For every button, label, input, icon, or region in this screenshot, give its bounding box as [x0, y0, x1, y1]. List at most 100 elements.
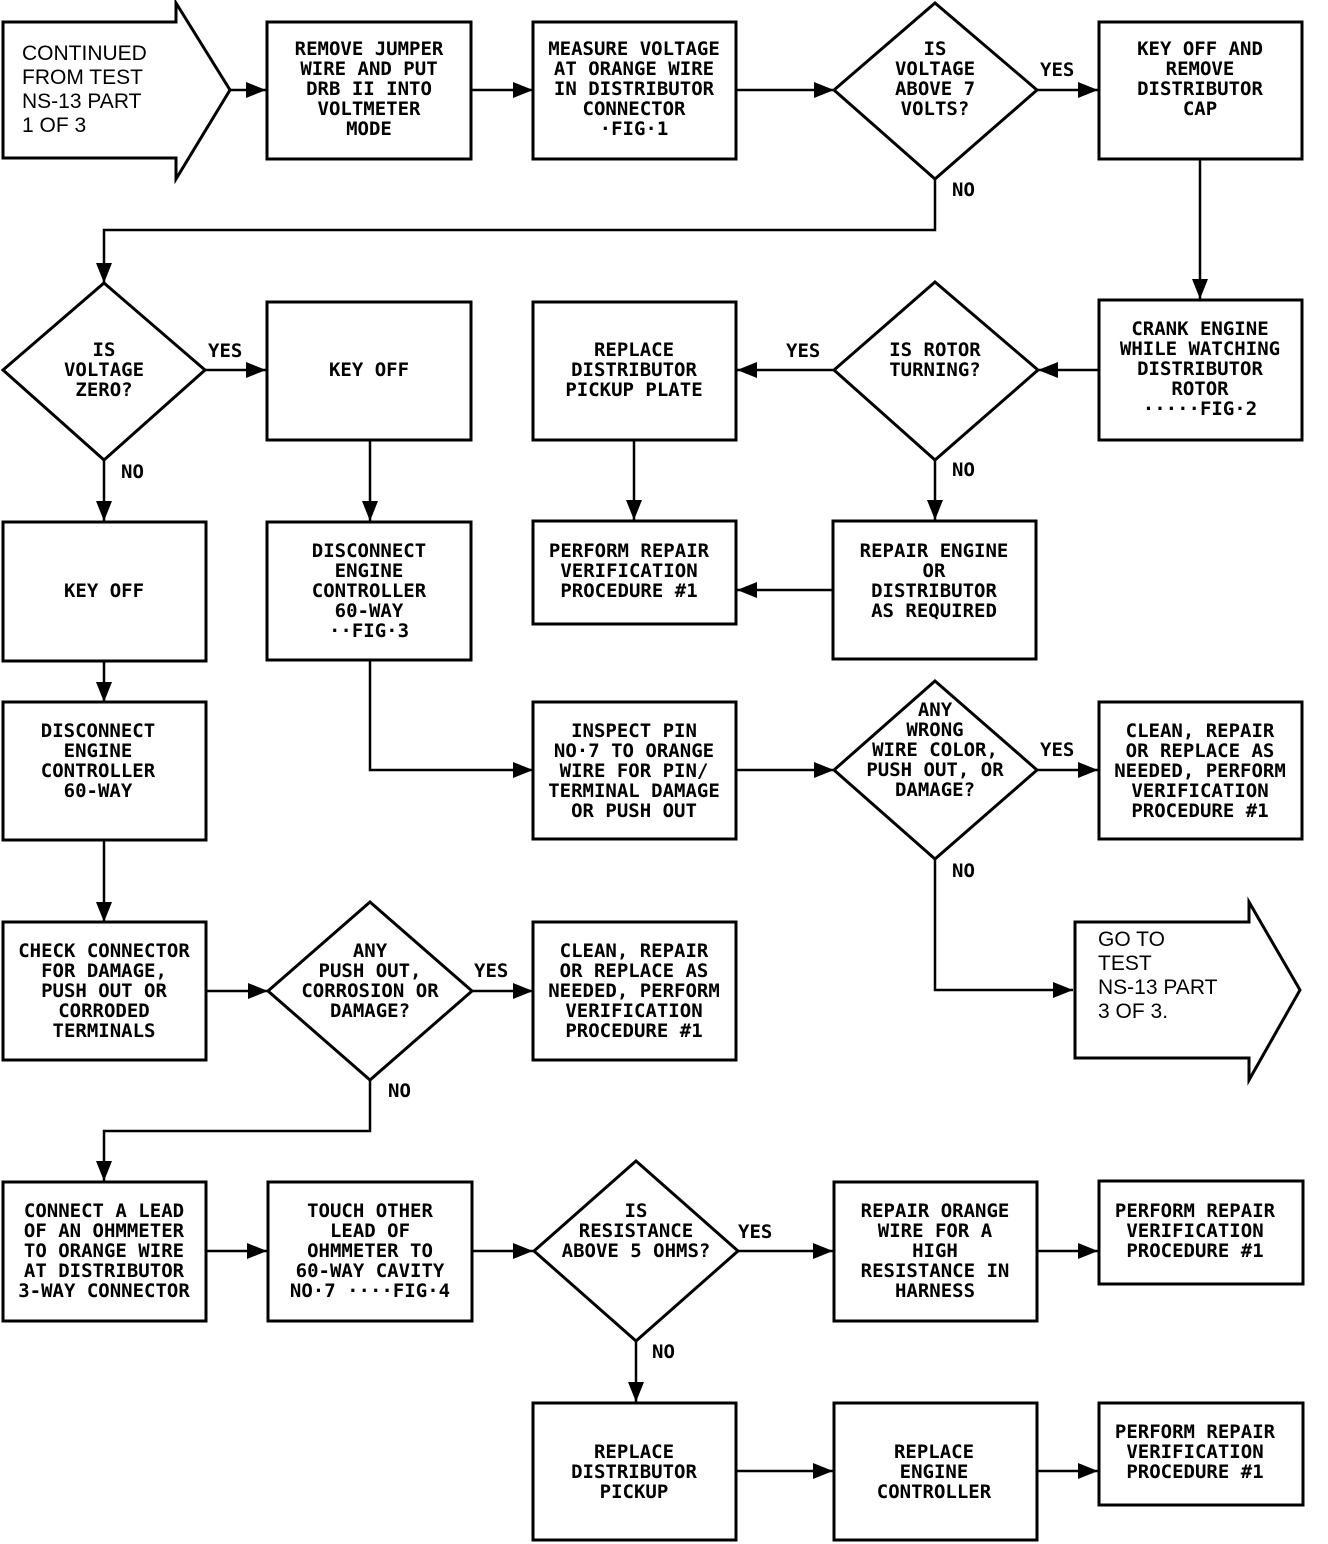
- label-line: WIRE FOR A: [878, 1220, 993, 1242]
- label-line: REMOVE JUMPER: [295, 38, 444, 60]
- label-line: OR PUSH OUT: [571, 800, 697, 822]
- process-box: [1097, 20, 1304, 161]
- label-line: OF AN OHMMETER: [24, 1220, 185, 1242]
- label-line: 60-WAY: [64, 780, 133, 802]
- label-line: WHILE WATCHING: [1120, 338, 1280, 360]
- label-line: REPLACE: [594, 1441, 674, 1463]
- label-line: DAMAGE?: [895, 779, 975, 801]
- label-line: AS REQUIRED: [871, 600, 997, 622]
- label-line: DAMAGE?: [330, 1000, 410, 1022]
- decision-diamond: [0, 281, 208, 463]
- label-line: OR REPLACE AS: [560, 960, 709, 982]
- label-line: CONTINUED: [22, 42, 147, 65]
- label-line: KEY OFF: [329, 359, 409, 381]
- label-line: REMOVE: [1166, 58, 1235, 80]
- label-line: NO·7 ····FIG·4: [290, 1280, 450, 1302]
- process-box: [531, 920, 738, 1062]
- process-box: [832, 1180, 1039, 1323]
- key-off-label: KEY OFF: [64, 580, 144, 602]
- process-box: [531, 20, 738, 161]
- label-line: TOUCH OTHER: [307, 1200, 433, 1222]
- label-line: DISTRIBUTOR: [871, 580, 997, 602]
- process-box: [265, 520, 473, 662]
- label-line: NO·7 TO ORANGE: [554, 740, 714, 762]
- label-line: 1 OF 3: [22, 114, 86, 137]
- label-line: CONNECT A LEAD: [24, 1200, 184, 1222]
- label-line: VERIFICATION: [1126, 1220, 1263, 1242]
- process-box: [531, 700, 738, 841]
- label-line: PUSH OUT OR: [41, 980, 167, 1002]
- label-line: IN DISTRIBUTOR: [554, 78, 715, 100]
- label-line: ABOVE 7: [895, 78, 975, 100]
- label-line: OR: [923, 560, 946, 582]
- process-box: [265, 300, 473, 442]
- label-line: ··FIG·3: [329, 620, 409, 642]
- edge-label-no: NO: [952, 459, 975, 481]
- decision-diamond: [831, 679, 1040, 861]
- label-line: FOR DAMAGE,: [41, 960, 167, 982]
- connector: [368, 660, 533, 778]
- process-box: [1097, 1401, 1305, 1507]
- label-line: PUSH OUT,: [319, 960, 422, 982]
- label-line: WRONG: [906, 719, 963, 741]
- label-line: PERFORM REPAIR: [1115, 1200, 1276, 1222]
- label-line: LEAD OF: [330, 1220, 410, 1242]
- edge-label-no: NO: [388, 1080, 411, 1102]
- label-line: MEASURE VOLTAGE: [548, 38, 720, 60]
- label-line: PROCEDURE #1: [1131, 800, 1268, 822]
- label-line: CONTROLLER: [41, 760, 156, 782]
- label-line: ANY: [353, 940, 388, 962]
- label-line: PUSH OUT, OR: [866, 759, 1004, 781]
- label-line: PROCEDURE #1: [560, 580, 697, 602]
- label-line: ENGINE: [335, 560, 404, 582]
- process-box: [1097, 1179, 1305, 1286]
- label-line: TEST: [1098, 952, 1152, 975]
- decision-diamond: [831, 1, 1040, 181]
- label-line: CHECK CONNECTOR: [18, 940, 190, 962]
- label-line: VERIFICATION: [560, 560, 697, 582]
- process-box: [831, 519, 1038, 661]
- label-line: ENGINE: [64, 740, 133, 762]
- label-line: DISTRIBUTOR: [1137, 358, 1263, 380]
- label-line: AT ORANGE WIRE: [554, 58, 714, 80]
- end-arrow-shape: [1073, 896, 1302, 1086]
- label-line: WIRE COLOR,: [872, 739, 998, 761]
- connector: [96, 179, 937, 283]
- label-line: DRB II INTO: [306, 78, 432, 100]
- label-line: CONTROLLER: [877, 1481, 992, 1503]
- label-line: VERIFICATION: [1126, 1441, 1263, 1463]
- edge-label-yes: YES: [1040, 739, 1074, 761]
- process-box: [265, 20, 473, 161]
- process-box: [1097, 298, 1304, 442]
- label-line: REPLACE: [894, 1441, 974, 1463]
- label-line: CORRODED: [58, 1000, 150, 1022]
- label-line: CLEAN, REPAIR: [560, 940, 709, 962]
- key-off-label: KEY OFF: [329, 359, 409, 381]
- edge-label-no: NO: [121, 461, 144, 483]
- label-line: CAP: [1183, 98, 1217, 120]
- label-line: IS ROTOR: [889, 339, 981, 361]
- process-box: [531, 1401, 738, 1542]
- label-line: PERFORM REPAIR: [1115, 1421, 1276, 1443]
- edge-label-yes: YES: [208, 340, 242, 362]
- label-line: REPAIR ENGINE: [860, 540, 1009, 562]
- label-line: VOLTAGE: [895, 58, 975, 80]
- process-box: [1097, 700, 1304, 841]
- label-line: PICKUP: [600, 1481, 669, 1503]
- start-arrow-shape: [1, 0, 232, 185]
- label-line: DISTRIBUTOR: [571, 359, 697, 381]
- edge-label-no: NO: [952, 860, 975, 882]
- label-line: CONNECTOR: [583, 98, 687, 120]
